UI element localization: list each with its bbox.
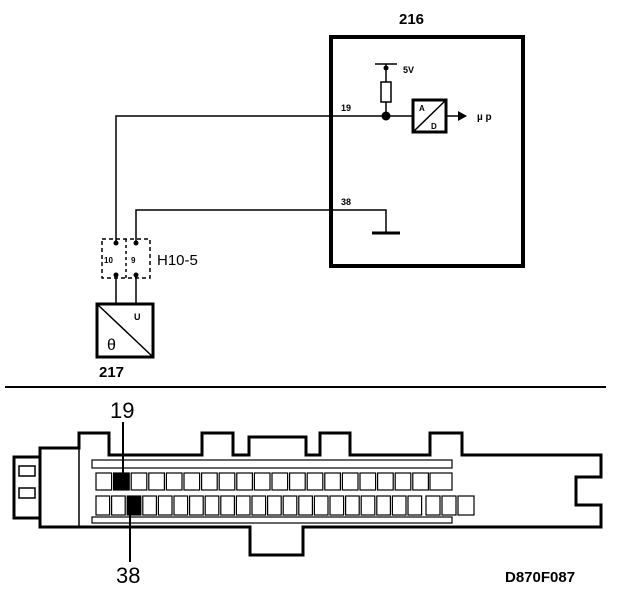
temperature-sensor: [95, 302, 155, 359]
ecu-box: [329, 35, 525, 268]
pin-38-label: 38: [341, 197, 351, 207]
converter-d-label: D: [431, 122, 437, 131]
supply-dot: [383, 65, 389, 71]
pullup-resistor: [380, 81, 392, 103]
pin-cavity: [429, 472, 453, 491]
pin-cavity: [306, 472, 324, 491]
pin-cavity: [218, 472, 236, 491]
pin-cavity: [271, 472, 289, 491]
supply-label: 5V: [403, 65, 414, 75]
pin-cavity: [360, 495, 376, 516]
pin-cavity: [235, 495, 251, 516]
pin-cavity: [341, 472, 359, 491]
connector-face-view: [12, 422, 603, 562]
sensor-theta-label: θ: [107, 337, 116, 354]
pin-cavity: [95, 495, 111, 516]
pin-cavity: [267, 495, 282, 516]
pin-cavity: [313, 495, 329, 516]
pin-cavity: [457, 495, 475, 516]
pin-cavity: [142, 495, 158, 516]
pin-cavity: [110, 495, 126, 516]
pin-cavity: [441, 495, 457, 516]
pin-19-callout: 19: [110, 398, 134, 423]
pin-cavity: [148, 472, 166, 491]
pin-cavity: [376, 495, 391, 516]
pin-cavity: [165, 472, 183, 491]
converter-a-label: A: [419, 104, 425, 113]
pin-cavity: [391, 495, 407, 516]
pin-cavity: [407, 495, 423, 516]
pin-cavity: [95, 472, 113, 491]
pin-19-cavity: [112, 472, 130, 491]
pin-cavity: [425, 495, 441, 516]
pin-cavity: [189, 495, 204, 516]
pin-cavity: [359, 472, 377, 491]
pin-19-label: 19: [341, 103, 351, 113]
connector-label: H10-5: [157, 252, 198, 269]
ground-wire: [135, 209, 387, 232]
output-label: µ p: [477, 112, 492, 123]
pin-cavity: [298, 495, 313, 516]
pin-cavity: [377, 472, 394, 491]
pin-cavity: [236, 472, 254, 491]
ecu-label: 216: [399, 11, 424, 28]
pin-cavity: [220, 495, 236, 516]
pin-cavity: [157, 495, 173, 516]
connector-housing: [38, 431, 603, 557]
pin-cavity: [253, 472, 271, 491]
pin-cavity: [130, 472, 148, 491]
figure-code: D870F087: [505, 569, 575, 586]
sensor-u-label: U: [134, 312, 141, 322]
pin-cavity: [329, 495, 345, 516]
pin-cavity: [412, 472, 429, 491]
pin-cavity: [251, 495, 267, 516]
schematic: [5, 35, 606, 388]
pin-38-callout: 38: [116, 563, 140, 588]
pin-cavity: [201, 472, 218, 491]
signal-wire: [115, 115, 386, 232]
pin-rows: [95, 472, 475, 516]
pin-cavity: [183, 472, 201, 491]
pin-cavity: [204, 495, 220, 516]
pin-cavity: [282, 495, 298, 516]
pin-cavity: [289, 472, 306, 491]
connector-pin-10: 10: [104, 256, 113, 265]
pin-cavity: [324, 472, 341, 491]
connector-pin-9: 9: [131, 256, 136, 265]
sensor-label: 217: [99, 364, 124, 381]
pin-cavity: [345, 495, 360, 516]
pin-cavity: [394, 472, 412, 491]
output-arrow-icon: [458, 111, 467, 121]
pin-cavity: [173, 495, 189, 516]
